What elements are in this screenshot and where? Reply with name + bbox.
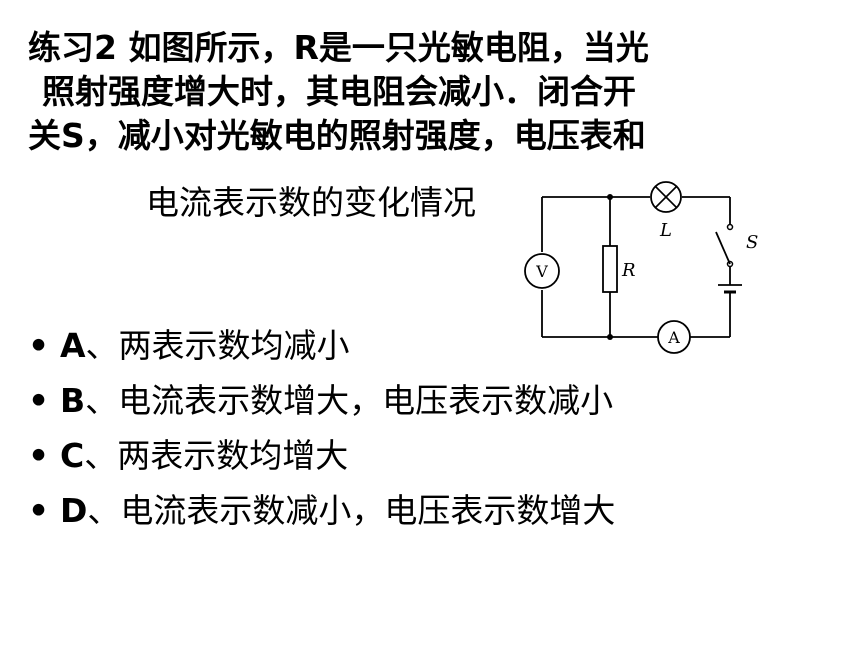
switch-icon — [715, 231, 731, 265]
option-a[interactable]: • A 、两表示数均减小 — [28, 318, 615, 373]
option-letter: C — [60, 436, 85, 475]
junction-top — [607, 194, 613, 200]
ammeter-label: A — [667, 328, 680, 347]
option-text: 、电流表示数减小，电压表示数增大 — [87, 491, 616, 530]
question-line-4: 电流表示数的变化情况 — [146, 183, 476, 222]
question-text: 练习2 如图所示，R是一只光敏电阻，当光 照射强度增大时，其电阻会减小．闭合开 … — [28, 26, 768, 222]
resistor-label: R — [621, 260, 636, 281]
voltmeter-label: V — [535, 262, 548, 281]
answer-options: • A 、两表示数均减小 • B 、电流表示数增大，电压表示数减小 • C 、两… — [28, 318, 615, 538]
lamp-label: L — [659, 220, 672, 241]
option-letter: B — [60, 381, 86, 420]
option-b[interactable]: • B 、电流表示数增大，电压表示数减小 — [28, 373, 615, 428]
bullet: • — [28, 436, 50, 475]
bullet: • — [28, 381, 50, 420]
switch-label: S — [746, 232, 758, 253]
circuit-diagram: V R L S A — [524, 181, 758, 354]
ammeter-icon — [657, 320, 691, 354]
question-line-3: 关S，减小对光敏电的照射强度，电压表和 — [28, 116, 646, 155]
option-text: 、电流表示数增大，电压表示数减小 — [85, 381, 614, 420]
question-line-1: 练习2 如图所示，R是一只光敏电阻，当光 — [28, 28, 649, 67]
question-line-2: 照射强度增大时，其电阻会减小．闭合开 — [42, 72, 636, 111]
bullet: • — [28, 326, 50, 365]
option-letter: D — [60, 491, 88, 530]
option-letter: A — [60, 326, 86, 365]
resistor-icon — [602, 245, 618, 293]
option-c[interactable]: • C 、两表示数均增大 — [28, 428, 615, 483]
voltmeter-icon — [524, 253, 560, 289]
option-d[interactable]: • D 、电流表示数减小，电压表示数增大 — [28, 483, 615, 538]
option-text: 、两表示数均增大 — [84, 436, 349, 475]
junction-bottom — [607, 334, 613, 340]
option-text: 、两表示数均减小 — [85, 326, 350, 365]
bullet: • — [28, 491, 50, 530]
